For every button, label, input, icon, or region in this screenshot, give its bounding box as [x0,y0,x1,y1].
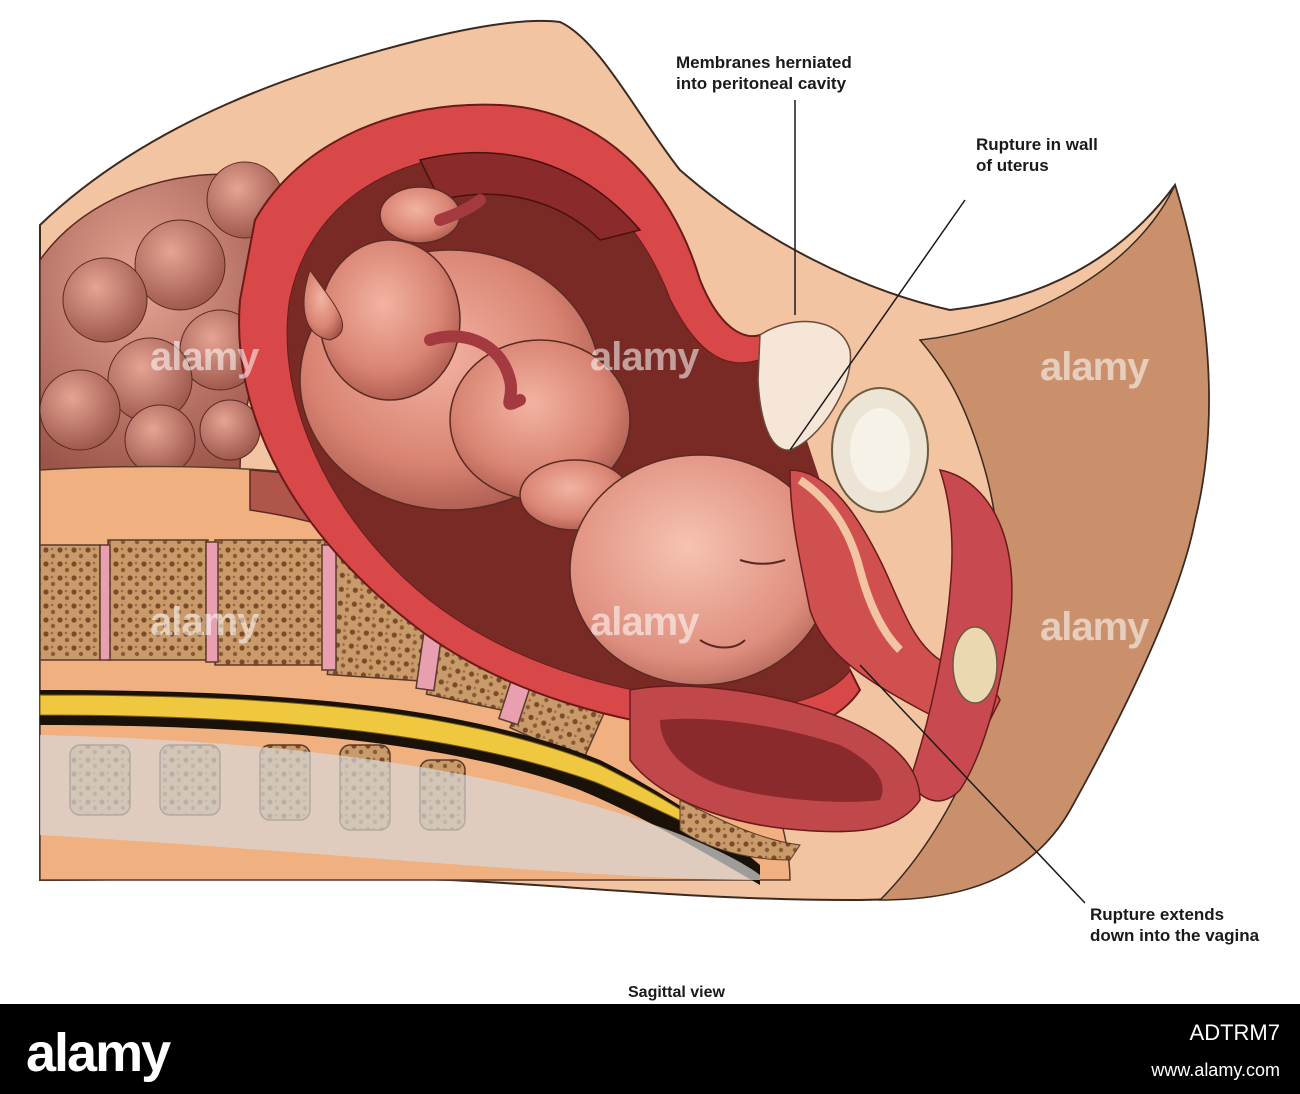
watermark: alamy [590,335,699,379]
label-line: into peritoneal cavity [676,74,847,93]
watermark: alamy [150,600,259,644]
label-rupture-uterine-wall: Rupture in wall of uterus [976,134,1098,176]
label-line: down into the vagina [1090,926,1260,945]
leader-lines [789,100,1086,904]
image-id-block: ADTRM7 www.alamy.com [1151,1020,1280,1081]
label-line: of uterus [976,156,1049,175]
label-membranes-herniated: Membranes herniated into peritoneal cavi… [676,52,852,94]
stock-footer-bar: alamy ADTRM7 www.alamy.com [0,1004,1300,1094]
fetus [299,186,831,686]
small-intestine [39,161,291,481]
umbilical-cord [424,194,526,410]
caption-sagittal-view: Sagittal view [628,984,725,1001]
watermark: alamy [150,335,259,379]
label-line: Rupture extends [1090,905,1225,924]
image-id: ADTRM7 [1189,1020,1280,1045]
anatomy-illustration: alamy alamy alamy alamy alamy alamy Memb… [39,19,1259,1001]
placenta [418,151,642,241]
herniated-membranes [757,320,852,451]
site-url: www.alamy.com [1151,1060,1280,1080]
ligaments [40,735,760,880]
label-line: Rupture in wall [976,135,1098,154]
label-rupture-vagina: Rupture extends down into the vagina [1090,904,1259,946]
pubic-bone [952,626,998,704]
alamy-logo: alamy [26,1023,171,1083]
coccyx [679,799,801,861]
watermark: alamy [590,600,699,644]
watermark: alamy [1040,605,1149,649]
watermark: alamy [1040,345,1149,389]
sagittal-section-drawing [39,19,1210,904]
label-line: Membranes herniated [676,53,852,72]
